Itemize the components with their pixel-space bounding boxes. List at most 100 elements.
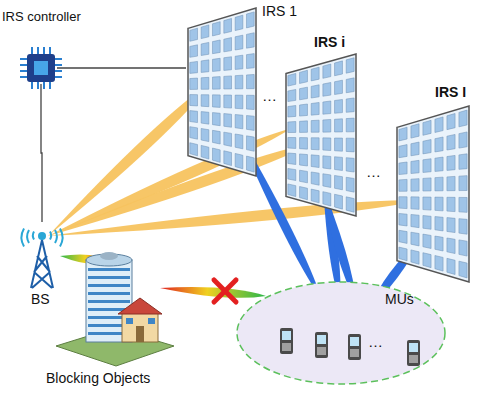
panel-element [235,75,243,89]
chip-pin [54,58,62,60]
panel-element [224,76,232,89]
panel-element [300,187,308,200]
node-label: IRS 1 [262,4,297,19]
blocked-cross [214,280,236,302]
irs-panel: IRS I [395,104,471,284]
panel-element [224,18,232,33]
panel-element [346,118,354,132]
house-window [126,318,133,324]
phone-keys [282,343,291,351]
panel-element [224,114,232,128]
panel-element [399,230,407,243]
panel-element [323,174,331,188]
panel-back [286,54,356,216]
panel-element [399,247,407,261]
panel-element [288,184,296,197]
panel-element [288,105,296,117]
panel-element [423,197,431,210]
panel-element [201,77,209,89]
panel-element [201,42,209,55]
panel-element [224,95,232,108]
panel-element [346,78,354,93]
tower-window-band [88,292,130,295]
phone-body [315,332,328,358]
panel-element [311,67,319,81]
house-window [148,318,155,324]
chip-pin [54,76,62,78]
chip-pin [20,76,28,78]
panel-element [447,113,455,129]
panel-shape [186,6,258,178]
tower-frame [31,240,53,288]
chip-pin [37,47,39,55]
panel-element [447,155,455,170]
house-roof [118,298,162,314]
panel-element [435,217,443,231]
panel-element [212,148,220,162]
panel-element [399,213,407,226]
panel-element [235,95,243,109]
chip-pin [54,70,62,72]
panel-element [288,137,296,148]
panel-element [323,82,331,96]
panel-element [435,137,443,152]
panel-element [246,33,254,48]
chip-pin [49,81,51,89]
panel-element [323,138,331,151]
panel-element [235,153,243,168]
bs-beam [48,200,424,236]
panel-element [447,218,455,233]
cross-stroke [214,280,236,302]
panel-element [399,162,407,175]
panel-element [323,119,331,132]
node-label: BS [31,292,50,307]
panel-element [346,158,354,172]
panel-element [323,101,331,114]
panel-element [435,256,443,272]
panel-element [399,127,407,141]
control-wire [57,67,186,68]
panel-element [288,153,296,165]
phone-screen [282,331,291,340]
chip-pin [37,81,39,89]
panel-element [335,61,343,76]
panel-element [311,155,319,168]
chip-pin [43,47,45,55]
chip-pin [31,81,33,89]
panel-element [311,172,319,185]
ellipsis-mark: … [262,88,277,103]
panel-element [411,215,419,228]
panel-element [288,73,296,86]
panel-element [190,28,198,41]
chip-core [34,61,48,75]
panel-element [447,238,455,254]
panel-element [212,58,220,71]
antenna-wave [50,232,51,240]
ellipsis-mark: … [368,334,383,349]
phone-body [280,328,293,354]
panel-element [212,77,220,90]
panel-element [411,160,419,173]
blocked-beam [160,287,266,298]
panel-element [224,38,232,52]
panel-element [423,216,431,230]
panel-element [411,197,419,210]
panel-element [246,74,254,88]
panel-element [311,85,319,98]
chip-pin [20,58,28,60]
panel-element [212,113,220,126]
panel-element [235,15,243,30]
ellipsis-mark: … [366,164,381,179]
panel-element [346,138,354,152]
node-label: IRS controller [2,10,81,24]
panel-element [201,60,209,73]
panel-element [435,197,443,211]
chip-pin [20,64,28,66]
panel-element [423,178,431,191]
panel-element [411,142,419,156]
panel-element [201,145,209,159]
panel-element [346,98,354,112]
control-wire [41,84,42,222]
panel-element [212,130,220,144]
